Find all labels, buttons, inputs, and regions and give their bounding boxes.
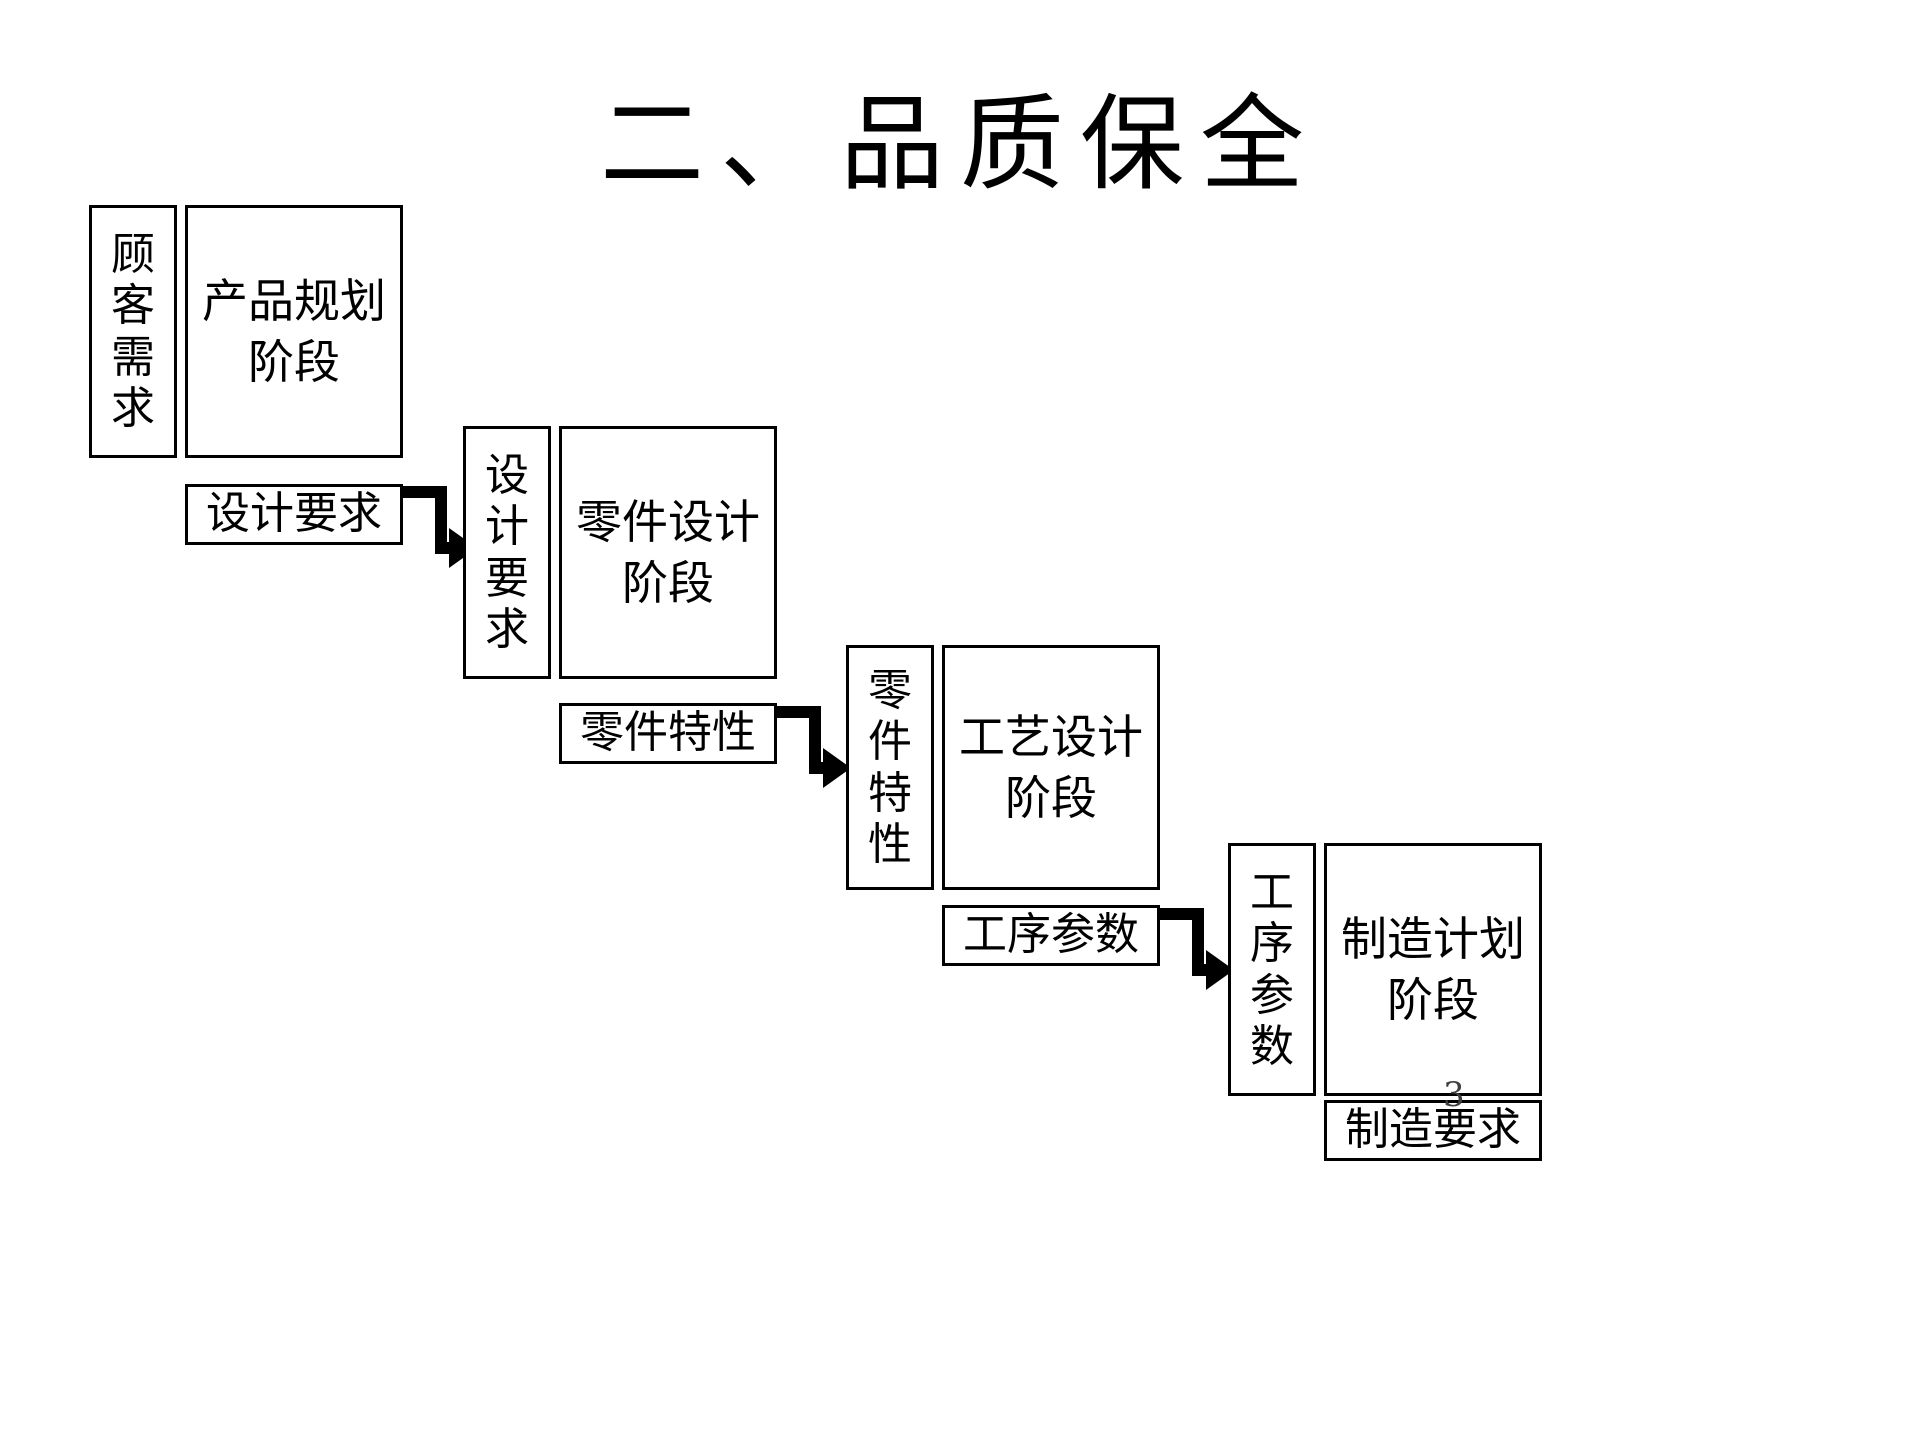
stage-4-output-label: 制造要求: [1324, 1100, 1542, 1161]
stage-4-label-line2: 阶段: [1387, 972, 1479, 1027]
stage-1-output-label: 设计要求: [185, 484, 403, 545]
stage-3-input-label: 零件特性: [846, 645, 934, 890]
stage-1-input-label: 顾客需求: [89, 205, 177, 458]
page-title: 二、品质保全: [599, 83, 1320, 205]
stage-1-input-label-text: 顾客需求: [111, 228, 155, 434]
stage-1-box: 产品规划 阶段: [185, 205, 403, 458]
stage-2-label-line2: 阶段: [622, 555, 714, 610]
stage-1-output-label-text: 设计要求: [206, 488, 382, 540]
stage-1-label-line1: 产品规划: [202, 273, 386, 328]
page-number: 3: [1443, 1075, 1465, 1115]
stage-2-input-label: 设计要求: [463, 426, 551, 679]
stage-2-box: 零件设计 阶段: [559, 426, 777, 679]
stage-3-input-label-text: 零件特性: [868, 664, 912, 870]
stage-4-box: 制造计划 阶段: [1324, 843, 1542, 1096]
stage-3-output-label: 工序参数: [942, 905, 1160, 966]
connector-3-arrow: [1160, 908, 1234, 990]
stage-4-label-line1: 制造计划: [1341, 911, 1525, 966]
stage-2-output-label: 零件特性: [559, 703, 777, 764]
stage-3-output-label-text: 工序参数: [963, 909, 1139, 961]
stage-2-label-line1: 零件设计: [576, 494, 760, 549]
stage-4-output-label-text: 制造要求: [1345, 1104, 1521, 1156]
stage-3-label-line1: 工艺设计: [959, 709, 1143, 764]
stage-2-output-label-text: 零件特性: [580, 707, 756, 759]
connector-2-arrow: [777, 706, 851, 788]
stage-4-input-label: 工序参数: [1228, 843, 1316, 1096]
stage-3-box: 工艺设计 阶段: [942, 645, 1160, 890]
stage-4-input-label-text: 工序参数: [1250, 866, 1294, 1072]
stage-2-input-label-text: 设计要求: [485, 449, 529, 655]
stage-1-label-line2: 阶段: [248, 334, 340, 389]
stage-3-label-line2: 阶段: [1005, 770, 1097, 825]
